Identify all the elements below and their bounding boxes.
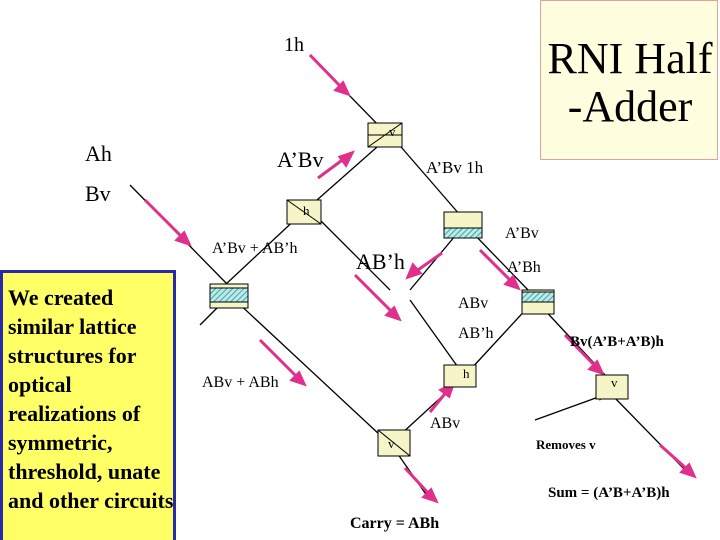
gate-v-top-label: v [389,124,396,139]
label-a-prime-bv-plus-ab-prime-h: A’Bv + AB’h [212,240,298,257]
label-a-prime-bv-top: A’Bv [277,147,324,172]
diag-right-lower-2 [469,304,531,371]
arrow-mid-down [353,273,402,322]
note-box: We created similar lattice structures fo… [0,270,176,540]
gate-v-right-label: v [611,375,618,390]
gate-v-lower [377,429,411,457]
label-a-prime-bv-right: A’Bv [505,225,539,242]
title-line-1: RNI Half [547,34,713,83]
diag-mid-right [314,214,391,291]
arrow-center-down [563,333,605,376]
note-text: We created similar lattice structures fo… [8,285,174,513]
arrow-carry [403,466,439,504]
diag-removes [534,393,606,421]
label-a-prime-bh: A’Bh [507,259,541,276]
gate-right-hatched [443,211,483,239]
label-bv-sum-expr: Bv(A’B+A’B)h [570,334,664,350]
label-ab-prime-h-mid: AB’h [356,249,405,274]
diag-v-gate-right [394,139,461,216]
signal-arrows [143,53,697,504]
arrow-1h [308,53,351,97]
input-ah-label: Ah [85,141,112,166]
gate-h-mid-label: h [303,203,310,218]
label-abv-lower: ABv [430,415,461,432]
diag-center-to-h [409,299,461,371]
arrow-ah-upper [317,150,355,180]
gate-h-mid [286,199,322,225]
arrow-h-up [428,381,456,413]
gate-left-hatched [209,283,249,309]
diag-left-upper [224,214,301,286]
gate-h-lower [443,364,477,388]
gate-h-lower-label: h [463,366,470,381]
gate-center-right-hatched [521,289,555,315]
label-ab-prime-h-right: AB’h [458,325,494,342]
title-box: RNI Half -Adder [540,0,718,160]
label-removes-v: Removes v [536,437,596,452]
title-line-2: -Adder [567,82,693,131]
label-abv-plus-abh: ABv + ABh [202,374,279,391]
diag-left-lower [234,299,381,436]
input-bv-label: Bv [85,181,111,206]
gate-v-right [595,374,629,400]
gate-v-top [367,122,403,148]
input-1h-label: 1h [284,34,304,56]
arrow-sum [659,443,697,479]
diag-right-down [469,229,531,293]
arrow-left-down [258,338,307,387]
arrow-right-up [405,251,443,280]
gate-v-lower-label: v [388,436,395,451]
diag-right-to-mid [409,229,461,291]
label-carry: Carry = ABh [350,515,440,532]
label-sum: Sum = (A’B+A’B)h [548,485,670,501]
arrow-bv [143,198,192,247]
arrow-right-down [478,248,521,291]
label-a-prime-bv-1h: A’Bv 1h [426,158,484,177]
label-abv-right: ABv [458,295,489,312]
